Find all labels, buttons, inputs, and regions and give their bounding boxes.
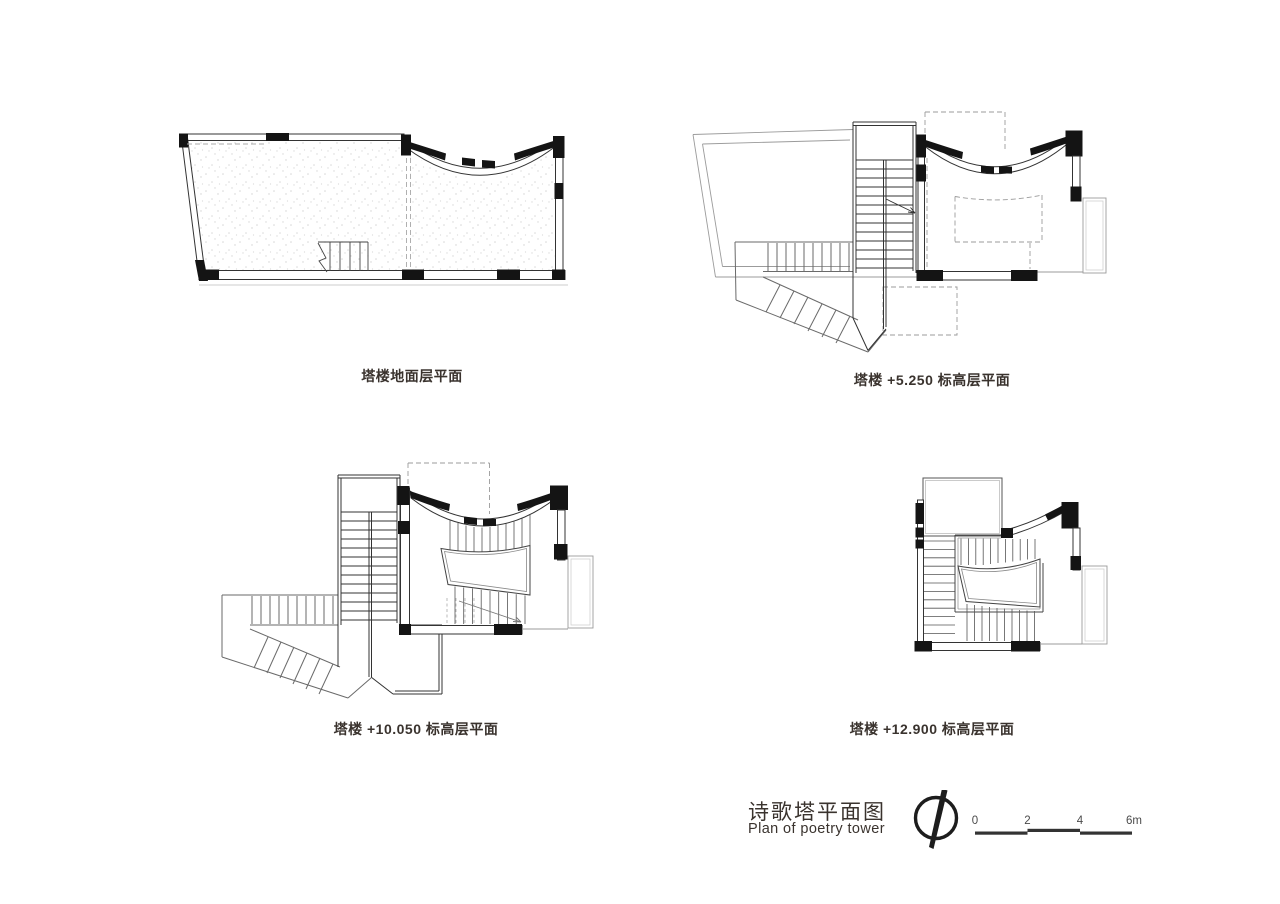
plan-caption-5250: 塔楼 +5.250 标高层平面 <box>853 372 1011 388</box>
sheet-title-en: Plan of poetry tower <box>748 821 885 837</box>
stair-tower <box>852 121 917 351</box>
sheet-title-zh: 诗歌塔平面图 <box>748 801 886 824</box>
plan-caption-10050: 塔楼 +10.050 标高层平面 <box>333 721 499 737</box>
plan-caption-12900: 塔楼 +12.900 标高层平面 <box>849 721 1015 737</box>
plan-caption-ground: 塔楼地面层平面 <box>361 368 463 384</box>
plan-ground-floor-drawing <box>179 133 568 286</box>
scale-label: 0 <box>972 815 978 827</box>
scale-bar: 0 2 4 6m <box>972 815 1142 835</box>
north-arrow-icon <box>913 790 959 849</box>
scale-label: 4 <box>1077 815 1084 827</box>
switchback-stair <box>221 594 372 699</box>
scale-label: 6m <box>1126 815 1142 827</box>
scale-label: 2 <box>1024 815 1030 827</box>
plan-level-10050-drawing <box>221 462 594 699</box>
stair-run <box>317 241 369 273</box>
plan-level-5250-drawing <box>692 111 1107 353</box>
plan-level-12900-drawing <box>914 477 1108 652</box>
switchback-stair <box>734 241 887 353</box>
